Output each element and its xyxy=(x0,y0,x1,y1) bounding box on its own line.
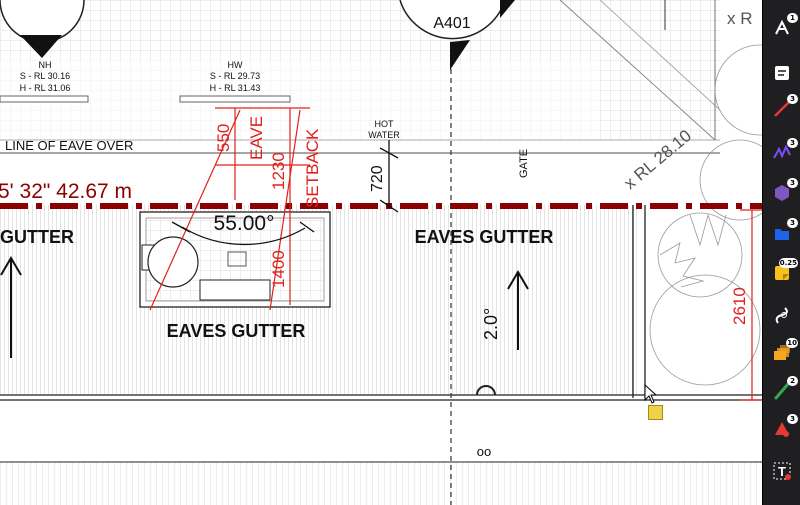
dim-setback: SETBACK xyxy=(303,128,322,208)
window-box xyxy=(139,211,331,308)
hot-label-2: WATER xyxy=(368,130,400,140)
floor-stripes xyxy=(0,462,762,505)
corner-x-label: x R xyxy=(727,9,753,28)
text-tool-icon: T xyxy=(773,462,791,480)
hw-s: S - RL 29.73 xyxy=(210,71,260,81)
notes-tool[interactable] xyxy=(768,59,796,87)
tool-badge: 3 xyxy=(787,218,798,228)
green-line-tool[interactable]: 2 xyxy=(768,376,798,405)
gutter-mid-label: EAVES GUTTER xyxy=(415,227,554,247)
room-tag-text: A401 xyxy=(433,15,470,32)
freehand-purple-tool[interactable]: 3 xyxy=(768,138,798,167)
red-dimensions xyxy=(149,107,762,401)
landscape-plants xyxy=(649,44,762,386)
blue-area-tool-icon xyxy=(775,229,789,240)
cursor-arrow xyxy=(644,383,658,404)
drawing-canvas[interactable]: A401 NH S - RL 30.16 H - RL 31.06 HW S -… xyxy=(0,0,762,505)
blue-area-tool[interactable]: 3 xyxy=(768,218,798,247)
outlet-symbol: oo xyxy=(477,444,491,459)
dim-eave: EAVE xyxy=(247,116,266,160)
red-shape-tool[interactable]: 3 xyxy=(768,414,798,443)
nh-title: NH xyxy=(39,60,52,70)
tool-badge: 3 xyxy=(787,94,798,104)
yellow-note-tool-icon xyxy=(775,266,789,280)
polygon-purple-tool[interactable]: 3 xyxy=(768,178,798,207)
stack-tool[interactable]: 10 xyxy=(768,338,798,367)
room-tag: A401 xyxy=(399,0,515,70)
notes-tool-icon xyxy=(775,66,789,80)
red-line-tool-icon xyxy=(774,101,790,117)
tool-badge: 2 xyxy=(787,376,798,386)
tool-badge: 0.25 xyxy=(778,258,798,268)
bearing-label: 5' 32" 42.67 m xyxy=(0,180,132,203)
hw-title: HW xyxy=(228,60,243,70)
tool-badge: 3 xyxy=(787,178,798,188)
text-tool[interactable]: T xyxy=(768,457,796,485)
rope-tool[interactable] xyxy=(768,302,796,330)
gutter-box-label: EAVES GUTTER xyxy=(167,321,306,341)
selection-handle[interactable] xyxy=(648,405,663,420)
dim-1400: 1400 xyxy=(269,250,288,288)
pen-tool-icon xyxy=(775,19,789,35)
yellow-note-tool[interactable]: 0.25 xyxy=(768,258,798,287)
dim-2610: 2610 xyxy=(730,287,749,325)
polygon-purple-tool-icon xyxy=(775,185,789,201)
rope-tool-icon xyxy=(775,307,788,324)
hw-h: H - RL 31.43 xyxy=(210,83,261,93)
svg-text:T: T xyxy=(778,464,786,479)
stack-tool-icon xyxy=(774,345,790,360)
slope-arrow-left xyxy=(0,256,22,358)
angle-label: 55.00° xyxy=(214,212,275,235)
hot-label-1: HOT xyxy=(375,119,395,129)
green-line-tool-icon xyxy=(774,382,790,400)
dim-720: 720 xyxy=(369,165,386,192)
tool-badge: 1 xyxy=(787,13,798,23)
dim-1230: 1230 xyxy=(269,152,288,190)
red-line-tool[interactable]: 3 xyxy=(768,94,798,123)
slope-label: 2.0° xyxy=(481,308,501,340)
dim-550: 550 xyxy=(214,124,233,152)
pen-tool[interactable]: 1 xyxy=(768,13,798,42)
tool-badge: 10 xyxy=(786,338,798,348)
red-shape-tool-icon xyxy=(775,422,789,437)
gate-label: GATE xyxy=(518,149,530,178)
gutter-left-label: GUTTER xyxy=(0,227,74,247)
slope-arrow-mid xyxy=(507,270,529,350)
tool-badge: 3 xyxy=(787,138,798,148)
nh-s: S - RL 30.16 xyxy=(20,71,70,81)
tool-badge: 3 xyxy=(787,414,798,424)
nh-h: H - RL 31.06 xyxy=(20,83,71,93)
line-of-eave-label: LINE OF EAVE OVER xyxy=(5,138,133,153)
freehand-purple-tool-icon xyxy=(773,144,791,159)
